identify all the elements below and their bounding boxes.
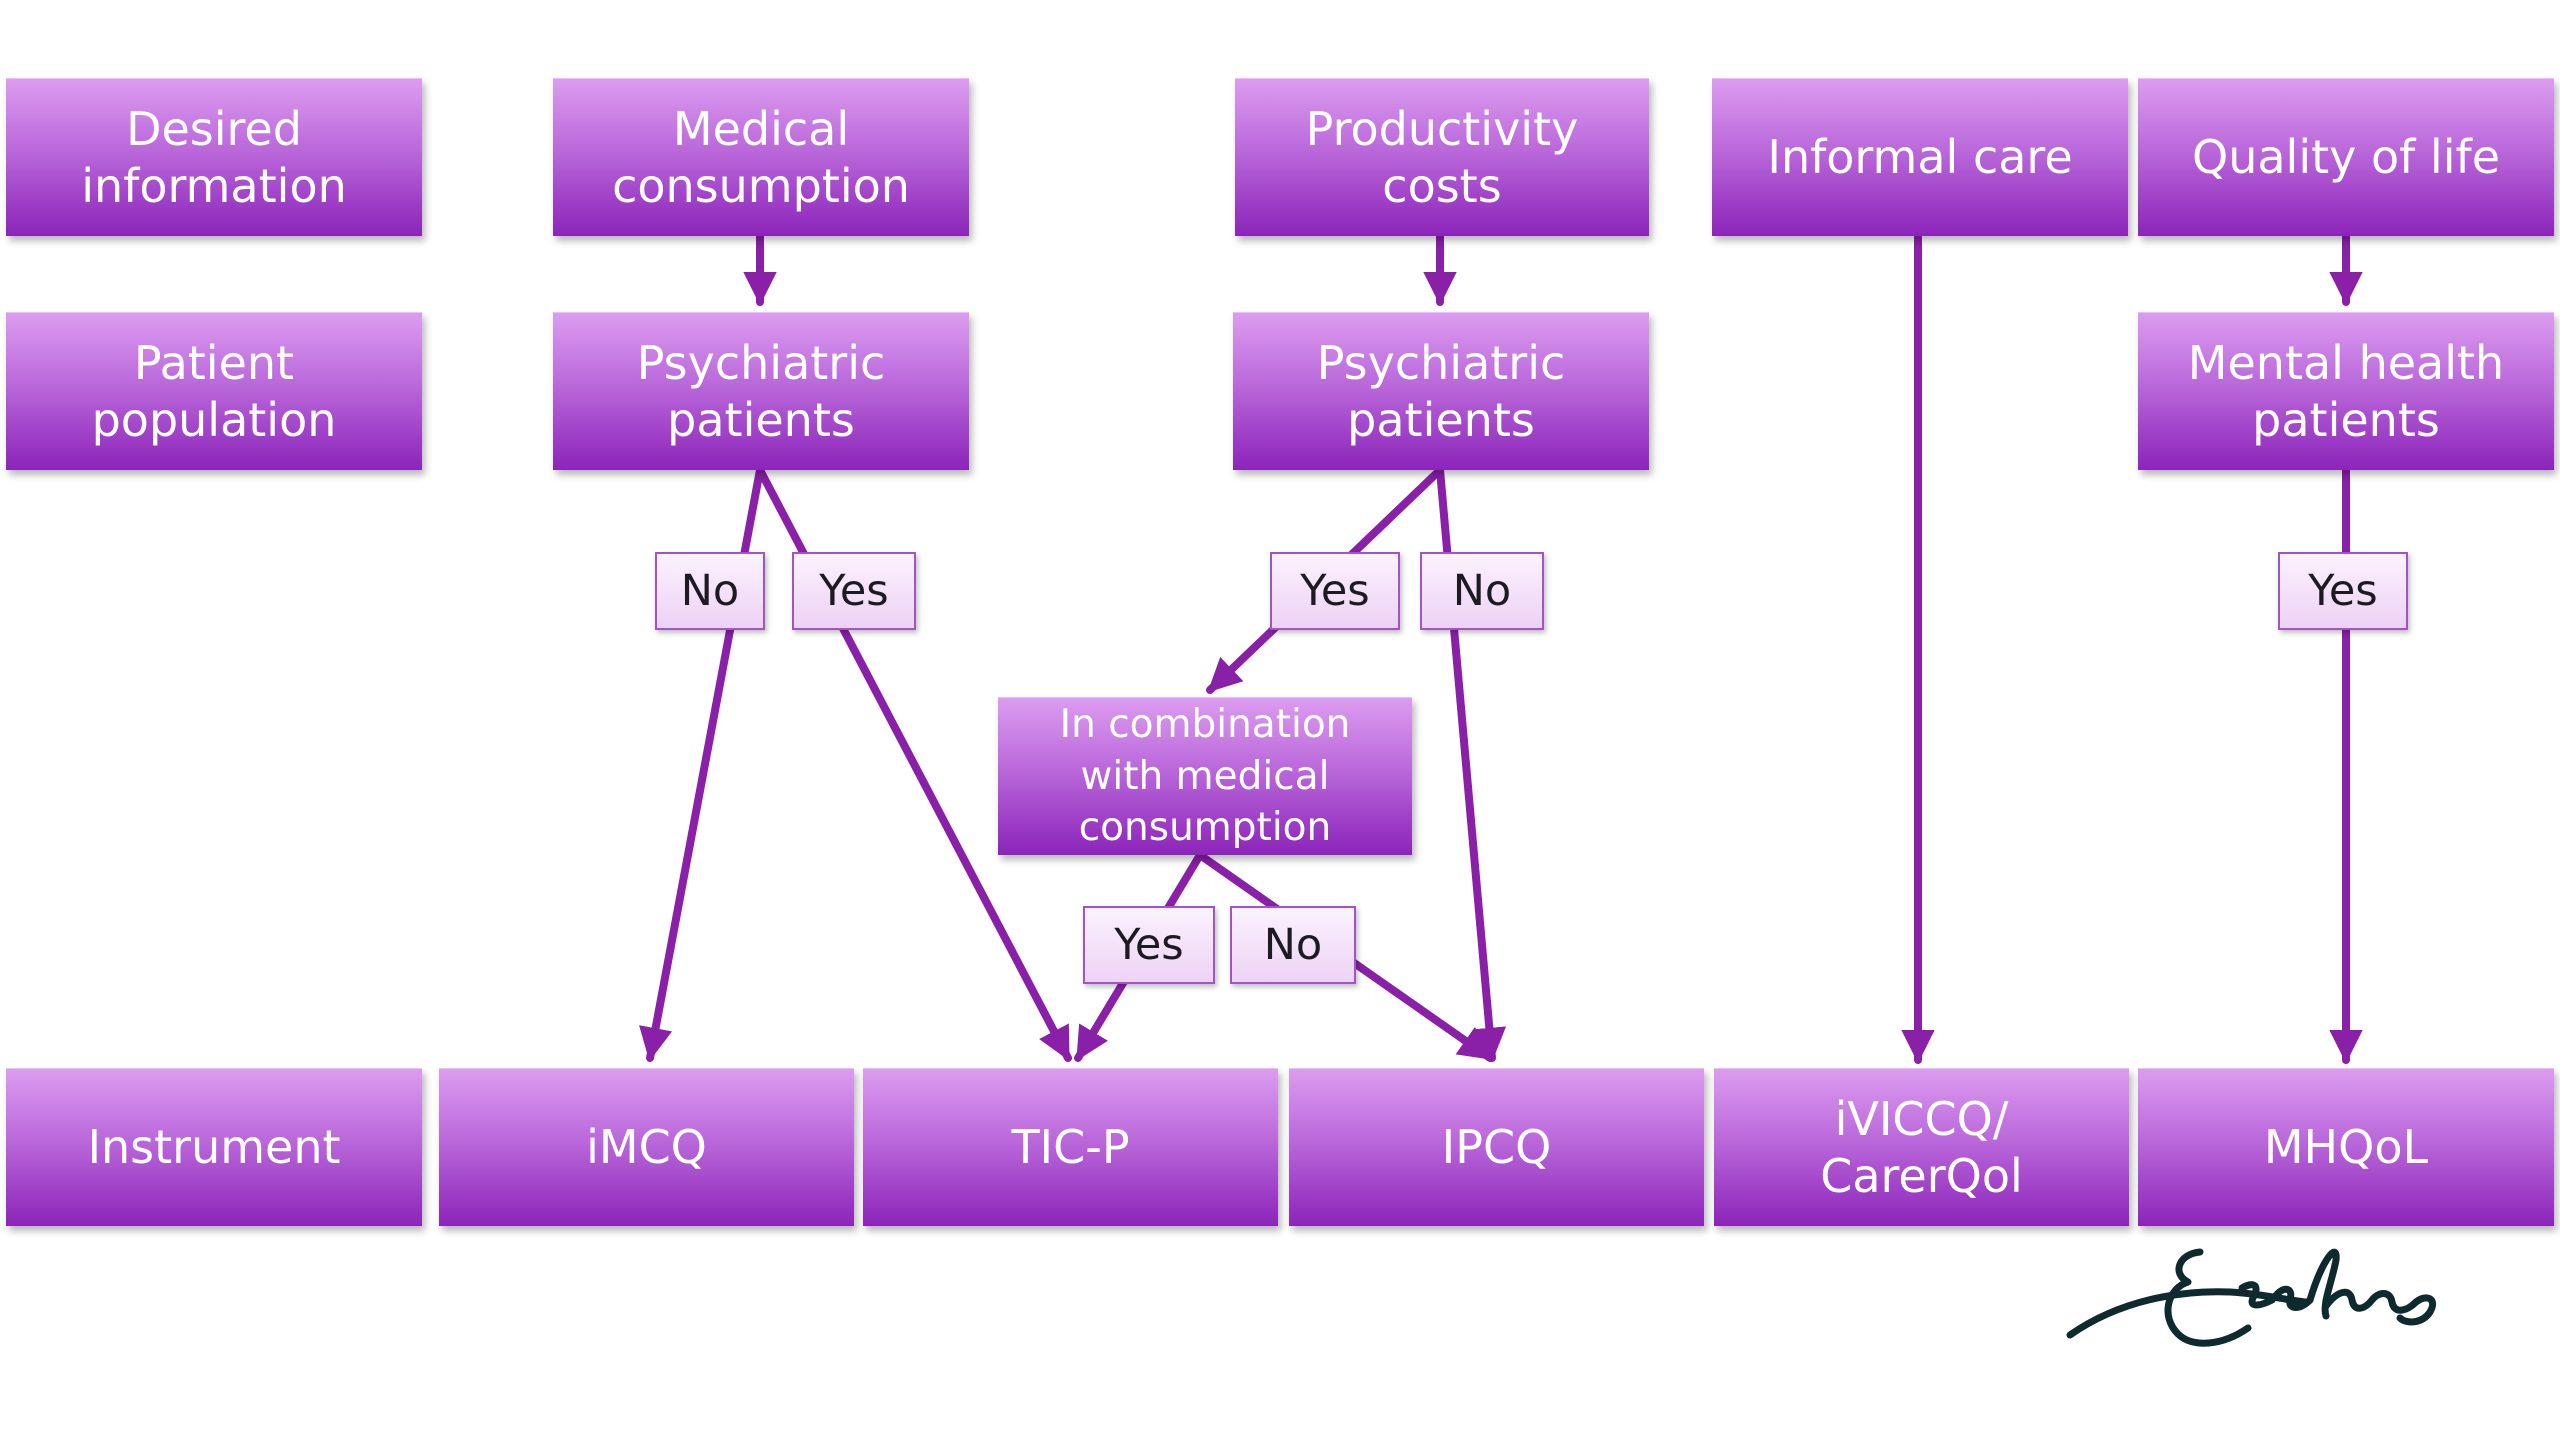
instrument-mhqol: MHQoL <box>2138 1068 2554 1226</box>
edge-label-combination-yes: Yes <box>1083 906 1215 984</box>
node-productivity-costs: Productivity costs <box>1235 78 1649 236</box>
instrument-ipcq: IPCQ <box>1289 1068 1704 1226</box>
edge-label-qol-yes: Yes <box>2278 552 2408 630</box>
edge-label-medical-no: No <box>655 552 765 630</box>
instrument-iviccq-carerqol: iVICCQ/ CarerQol <box>1714 1068 2129 1226</box>
edge-label-combination-no: No <box>1230 906 1356 984</box>
instrument-imcq: iMCQ <box>439 1068 854 1226</box>
node-informal-care: Informal care <box>1712 78 2128 236</box>
edge-label-medical-yes: Yes <box>792 552 916 630</box>
edge-label-productivity-yes: Yes <box>1270 552 1400 630</box>
row-header-desired-information: Desired information <box>6 78 422 236</box>
erasmus-signature-logo <box>2066 1248 2437 1347</box>
node-quality-of-life: Quality of life <box>2138 78 2554 236</box>
node-psychiatric-patients-a: Psychiatric patients <box>553 312 969 470</box>
row-header-instrument: Instrument <box>6 1068 422 1226</box>
instrument-ticp: TIC-P <box>863 1068 1278 1226</box>
row-header-patient-population: Patient population <box>6 312 422 470</box>
node-medical-consumption: Medical consumption <box>553 78 969 236</box>
node-psychiatric-patients-b: Psychiatric patients <box>1233 312 1649 470</box>
node-in-combination: In combination with medical consumption <box>998 697 1412 855</box>
node-mental-health-patients: Mental health patients <box>2138 312 2554 470</box>
edge-label-productivity-no: No <box>1420 552 1544 630</box>
